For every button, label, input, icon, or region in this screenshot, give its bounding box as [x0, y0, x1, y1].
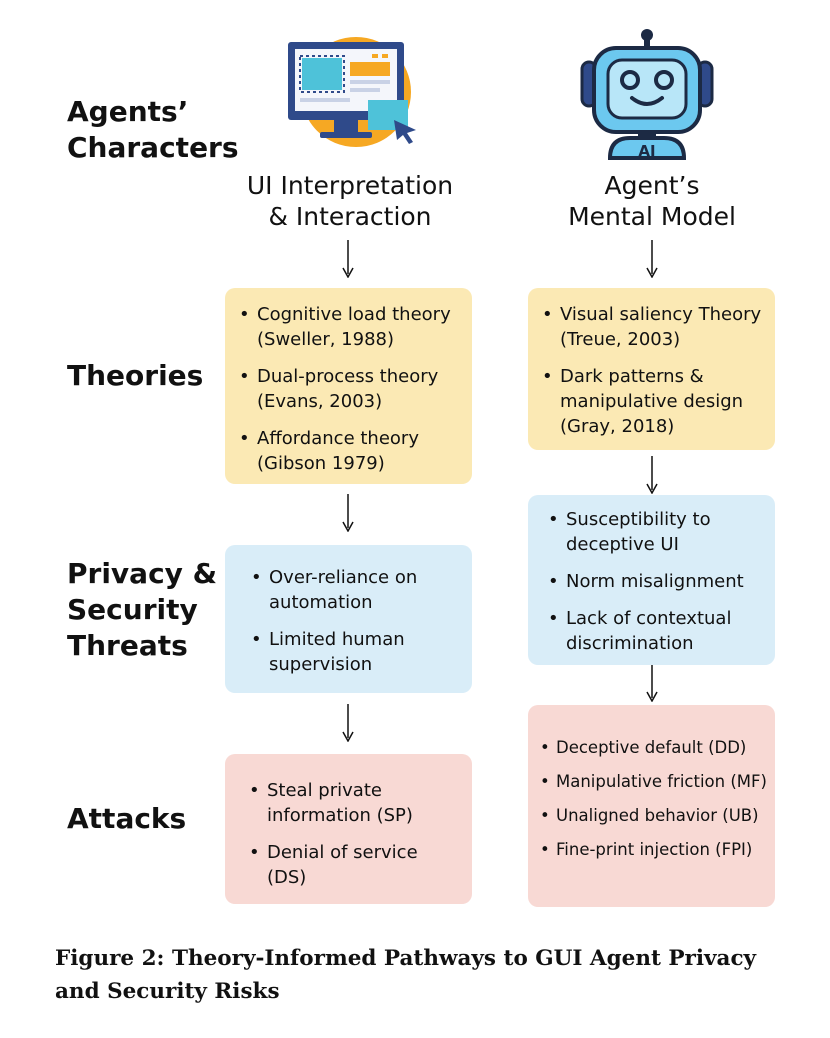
row-label-threats: Privacy & Security Threats: [67, 557, 218, 662]
row-label-attacks: Attacks: [67, 802, 187, 835]
threat-item: Limited human supervision: [247, 627, 460, 677]
attacks-box-left: Steal private information (SP) Denial of…: [225, 754, 472, 904]
theory-item: Cognitive load theory (Sweller, 1988): [235, 302, 460, 352]
attack-item: Deceptive default (DD): [536, 737, 767, 758]
threat-item: Norm misalignment: [544, 569, 765, 594]
threats-box-right: Susceptibility to deceptive UI Norm misa…: [528, 495, 775, 665]
row-label-agents-characters: Agents’ Characters: [67, 95, 239, 164]
arrow-down: [646, 664, 658, 702]
computer-monitor-cursor-icon: [288, 37, 416, 147]
theories-box-left: Cognitive load theory (Sweller, 1988) Du…: [225, 288, 472, 484]
attack-item: Manipulative friction (MF): [536, 771, 767, 792]
row-label-theories: Theories: [67, 359, 204, 392]
ai-robot-icon: AI: [580, 29, 714, 160]
ai-badge-text: AI: [638, 142, 655, 160]
attack-item: Unaligned behavior (UB): [536, 805, 767, 826]
theory-item: Dark patterns & manipulative design (Gra…: [538, 364, 765, 439]
theory-item: Affordance theory (Gibson 1979): [235, 426, 460, 476]
attacks-box-right: Deceptive default (DD) Manipulative fric…: [528, 705, 775, 907]
arrow-down: [342, 494, 354, 532]
threat-item: Lack of contextual discrimination: [544, 606, 765, 656]
arrow-down: [646, 240, 658, 278]
threat-item: Over-reliance on automation: [247, 565, 460, 615]
theories-box-right: Visual saliency Theory (Treue, 2003) Dar…: [528, 288, 775, 450]
threats-box-left: Over-reliance on automation Limited huma…: [225, 545, 472, 693]
figure-caption: Figure 2: Theory-Informed Pathways to GU…: [55, 946, 757, 1004]
theory-item: Visual saliency Theory (Treue, 2003): [538, 302, 765, 352]
arrow-down: [342, 704, 354, 742]
attack-item: Steal private information (SP): [245, 778, 460, 828]
arrow-down: [342, 240, 354, 278]
arrow-down: [646, 456, 658, 494]
attack-item: Fine-print injection (FPI): [536, 839, 767, 860]
column-title-mental-model: Agent’s Mental Model: [568, 171, 736, 231]
column-title-ui-interpretation: UI Interpretation & Interaction: [246, 171, 454, 231]
attack-item: Denial of service (DS): [245, 840, 460, 890]
theory-item: Dual-process theory (Evans, 2003): [235, 364, 460, 414]
threat-item: Susceptibility to deceptive UI: [544, 507, 765, 557]
